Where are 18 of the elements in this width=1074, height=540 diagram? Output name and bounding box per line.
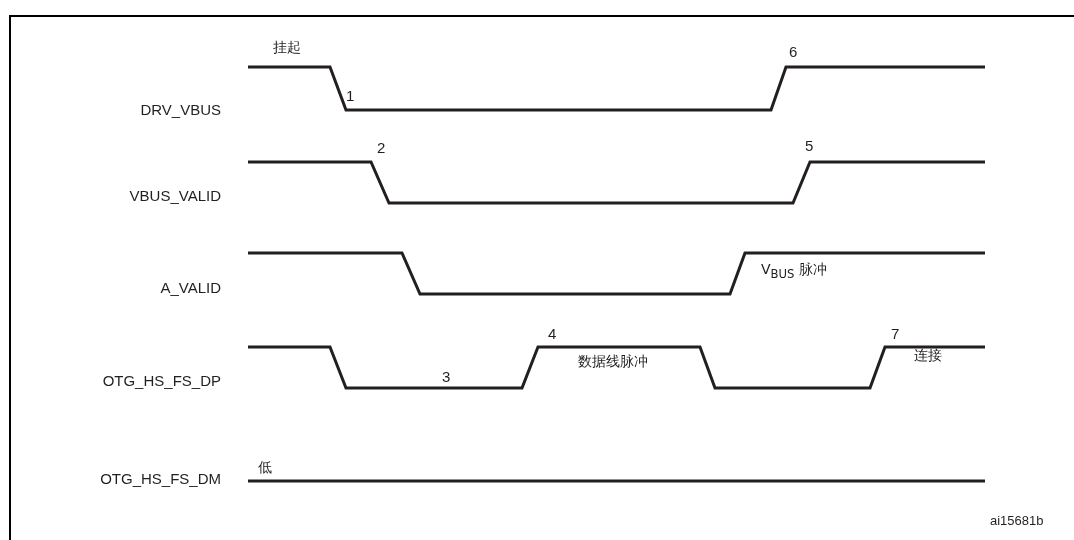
signal-name: A_VALID <box>160 280 221 295</box>
step-number: 7 <box>891 326 900 341</box>
step-number: 6 <box>789 44 798 59</box>
signal-name: DRV_VBUS <box>140 102 221 117</box>
figure-id: ai15681b <box>990 514 1044 527</box>
step-number: 4 <box>548 326 557 341</box>
annotation: 挂起 <box>273 40 301 54</box>
step-number: 2 <box>377 140 386 155</box>
signal-name: OTG_HS_FS_DM <box>100 471 221 486</box>
annotation: V$_{BUS}$ 脉冲 <box>761 262 827 281</box>
step-number: 5 <box>805 138 814 153</box>
signal-name: VBUS_VALID <box>129 188 221 203</box>
step-number: 1 <box>346 88 355 103</box>
annotation: 数据线脉冲 <box>578 354 648 368</box>
signal-name: OTG_HS_FS_DP <box>102 373 221 388</box>
annotation: 连接 <box>914 348 942 362</box>
annotation: 低 <box>258 460 272 474</box>
step-number: 3 <box>442 369 451 384</box>
